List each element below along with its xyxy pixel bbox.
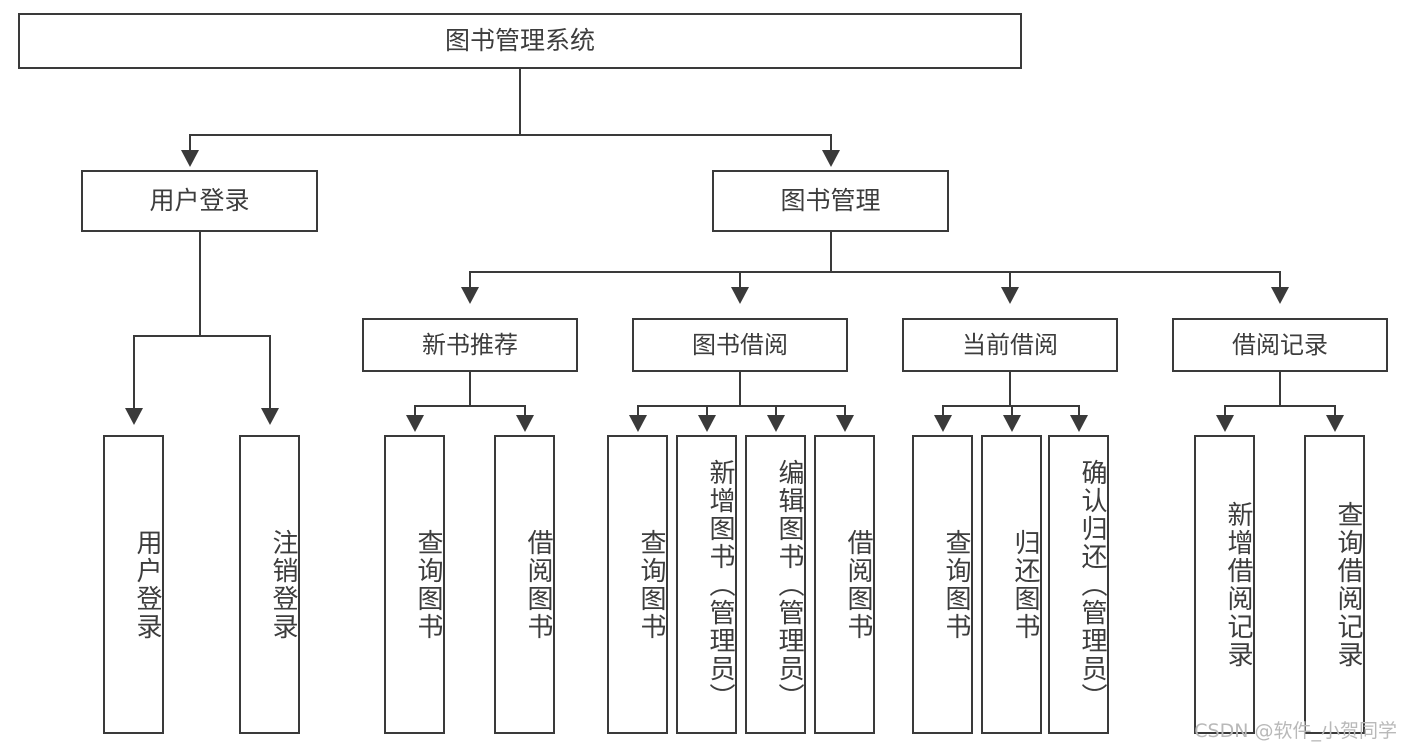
leaf-label: 编辑图书（管理员） [774, 458, 804, 711]
connector-new-book-leaf-1 [414, 405, 416, 417]
leaf-label: 借阅图书 [843, 528, 873, 641]
connector-book-mgmt-stem [830, 232, 832, 272]
leaf-query-borrow-record: 查询借阅记录 [1304, 435, 1365, 734]
connector-new-book-stem [469, 372, 471, 406]
connector-borrow-record-leaf-1 [1224, 405, 1226, 417]
leaf-confirm-return-admin: 确认归还（管理员） [1048, 435, 1109, 734]
connector-book-borrow-leaf-1 [637, 405, 639, 417]
leaf-query-book-borrow: 查询图书 [607, 435, 668, 734]
connector-to-current-borrow [1009, 271, 1011, 289]
leaf-label: 新增借阅记录 [1223, 500, 1253, 669]
connector-user-login-to-leaf-1 [133, 335, 135, 410]
connector-book-borrow-leaf-4 [844, 405, 846, 417]
leaf-add-book-admin: 新增图书（管理员） [676, 435, 737, 734]
connector-book-mgmt-bar [469, 271, 1280, 273]
connector-borrow-record-bar [1224, 405, 1335, 407]
arrowhead-leaf-add-book [698, 415, 716, 432]
node-user-login: 用户登录 [81, 170, 318, 232]
connector-new-book-bar [414, 405, 525, 407]
connector-user-login-to-leaf-2 [269, 335, 271, 410]
arrowhead-leaf-logout [261, 408, 279, 425]
leaf-borrow-book-newbook: 借阅图书 [494, 435, 555, 734]
arrowhead-book-mgmt [822, 150, 840, 167]
leaf-label: 查询图书 [636, 528, 666, 641]
connector-current-borrow-leaf-1 [942, 405, 944, 417]
arrowhead-leaf-query-record [1326, 415, 1344, 432]
node-book-borrow: 图书借阅 [632, 318, 848, 372]
connector-current-borrow-leaf-2 [1011, 405, 1013, 417]
arrowhead-leaf-return-book [1003, 415, 1021, 432]
connector-book-borrow-bar [637, 405, 845, 407]
arrowhead-leaf-edit-book [767, 415, 785, 432]
leaf-label: 借阅图书 [523, 528, 553, 641]
arrowhead-new-book [461, 287, 479, 304]
arrowhead-leaf-query-book-3 [934, 415, 952, 432]
connector-current-borrow-bar [942, 405, 1079, 407]
leaf-logout: 注销登录 [239, 435, 300, 734]
arrowhead-leaf-confirm-return [1070, 415, 1088, 432]
node-current-borrow: 当前借阅 [902, 318, 1118, 372]
arrowhead-leaf-add-record [1216, 415, 1234, 432]
connector-current-borrow-stem [1009, 372, 1011, 406]
leaf-label: 归还图书 [1010, 528, 1040, 641]
leaf-query-book-current: 查询图书 [912, 435, 973, 734]
arrowhead-leaf-query-book-1 [406, 415, 424, 432]
node-new-book-recommend: 新书推荐 [362, 318, 578, 372]
leaf-query-book-newbook: 查询图书 [384, 435, 445, 734]
arrowhead-leaf-borrow-book-1 [516, 415, 534, 432]
connector-to-new-book [469, 271, 471, 289]
connector-book-borrow-leaf-2 [706, 405, 708, 417]
connector-user-login-stem [199, 232, 201, 336]
leaf-return-book: 归还图书 [981, 435, 1042, 734]
leaf-label: 注销登录 [268, 528, 298, 641]
connector-current-borrow-leaf-3 [1078, 405, 1080, 417]
connector-root-stem [519, 69, 521, 135]
arrowhead-leaf-borrow-book-2 [836, 415, 854, 432]
arrowhead-user-login [181, 150, 199, 167]
connector-to-book-borrow [739, 271, 741, 289]
arrowhead-book-borrow [731, 287, 749, 304]
leaf-edit-book-admin: 编辑图书（管理员） [745, 435, 806, 734]
connector-to-borrow-record [1279, 271, 1281, 289]
leaf-label: 新增图书（管理员） [705, 458, 735, 711]
node-borrow-record: 借阅记录 [1172, 318, 1388, 372]
leaf-label: 查询图书 [941, 528, 971, 641]
leaf-label: 查询借阅记录 [1333, 500, 1363, 669]
connector-root-to-book-mgmt [830, 134, 832, 152]
arrowhead-leaf-query-book-2 [629, 415, 647, 432]
node-book-management: 图书管理 [712, 170, 949, 232]
connector-borrow-record-leaf-2 [1334, 405, 1336, 417]
leaf-label: 确认归还（管理员） [1077, 458, 1107, 711]
connector-new-book-leaf-2 [524, 405, 526, 417]
arrowhead-borrow-record [1271, 287, 1289, 304]
leaf-add-borrow-record: 新增借阅记录 [1194, 435, 1255, 734]
node-root-system: 图书管理系统 [18, 13, 1022, 69]
connector-book-borrow-stem [739, 372, 741, 406]
connector-user-login-bar [133, 335, 269, 337]
arrowhead-leaf-user-login [125, 408, 143, 425]
connector-root-to-user-login [189, 134, 191, 152]
connector-book-borrow-leaf-3 [775, 405, 777, 417]
leaf-label: 用户登录 [132, 528, 162, 641]
connector-borrow-record-stem [1279, 372, 1281, 406]
leaf-user-login: 用户登录 [103, 435, 164, 734]
leaf-label: 查询图书 [413, 528, 443, 641]
leaf-borrow-book-borrow: 借阅图书 [814, 435, 875, 734]
arrowhead-current-borrow [1001, 287, 1019, 304]
connector-root-bar [189, 134, 831, 136]
